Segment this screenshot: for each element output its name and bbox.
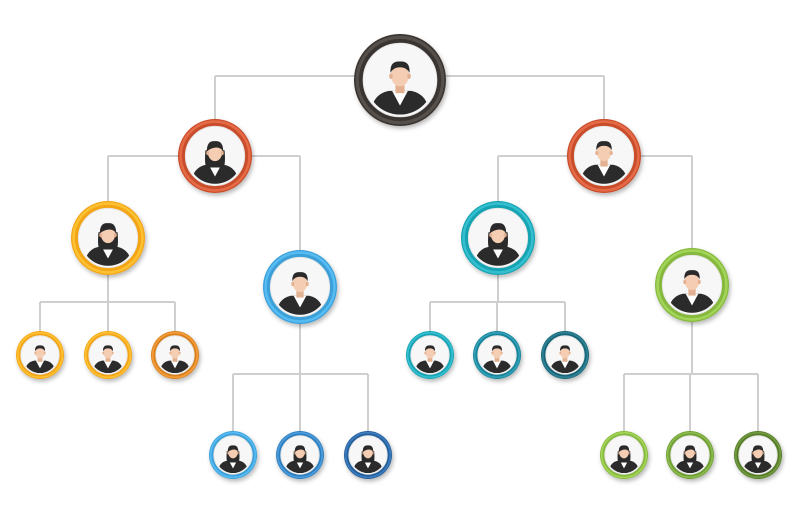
org-node-staff [666,431,714,479]
person-avatar-icon [24,345,56,374]
org-node-staff [16,331,64,379]
person-avatar-icon [352,445,384,474]
org-node-staff [344,431,392,479]
org-node-lead [655,248,729,322]
org-nodes [16,34,782,479]
person-avatar-icon [191,141,239,184]
org-node-head [354,34,446,126]
person-avatar-icon [159,345,191,374]
connector-lines [39,75,759,431]
person-avatar-icon [580,141,628,184]
person-avatar-icon [414,345,446,374]
org-node-manager [178,119,252,193]
person-avatar-icon [608,445,640,474]
person-avatar-icon [668,270,716,313]
org-node-staff [84,331,132,379]
org-node-lead [71,201,145,275]
org-node-staff [600,431,648,479]
org-node-manager [567,119,641,193]
person-avatar-icon [370,61,430,115]
org-node-staff [276,431,324,479]
org-node-lead [263,250,337,324]
person-avatar-icon [481,345,513,374]
person-avatar-icon [474,223,522,266]
person-avatar-icon [549,345,581,374]
org-node-lead [461,201,535,275]
org-node-staff [406,331,454,379]
org-node-staff [151,331,199,379]
person-avatar-icon [92,345,124,374]
org-node-staff [473,331,521,379]
person-avatar-icon [84,223,132,266]
org-node-staff [541,331,589,379]
person-avatar-icon [742,445,774,474]
person-avatar-icon [276,272,324,315]
person-avatar-icon [217,445,249,474]
org-node-staff [209,431,257,479]
person-avatar-icon [674,445,706,474]
org-node-staff [734,431,782,479]
person-avatar-icon [284,445,316,474]
